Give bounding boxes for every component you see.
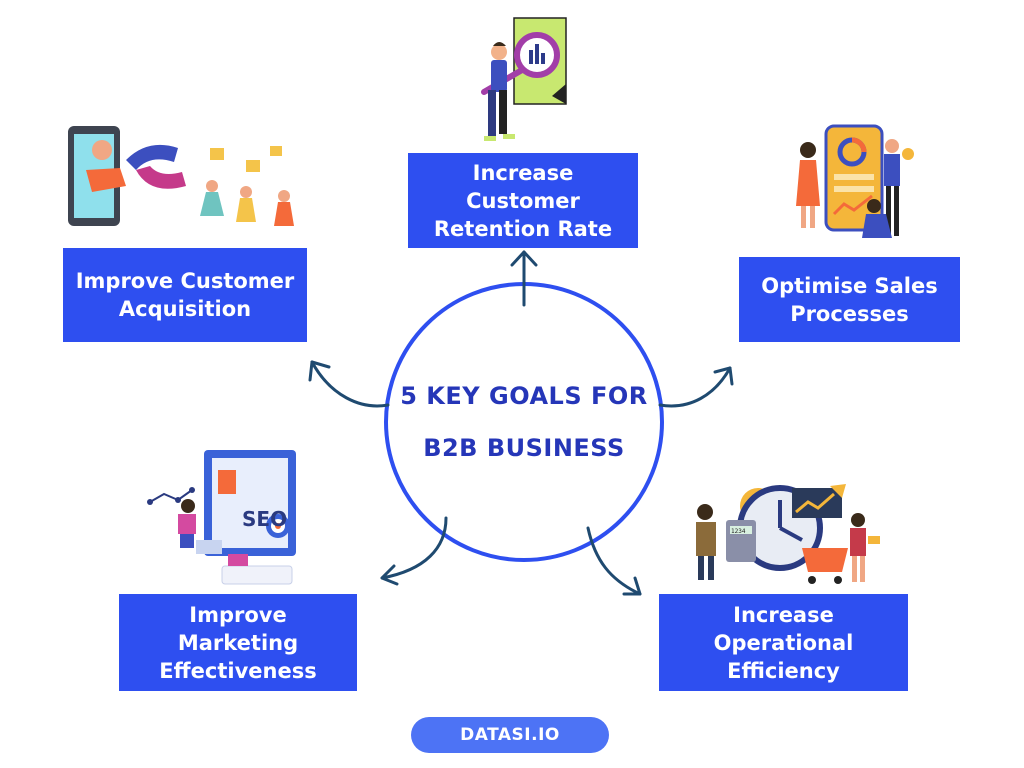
center-title-line-2: B2B BUSINESS	[423, 434, 625, 462]
goal-box-acquisition: Improve Customer Acquisition	[63, 248, 307, 342]
retention-report-illustration	[481, 17, 567, 141]
arrow-to-operational	[586, 526, 642, 596]
goal-label-acquisition: Improve Customer Acquisition	[75, 269, 295, 321]
marketing-seo-illustration: SEO	[147, 450, 296, 585]
arrow-to-sales	[658, 366, 734, 408]
goal-box-retention: Increase Customer Retention Rate	[408, 153, 638, 248]
arrow-to-acquisition	[308, 360, 390, 408]
center-title: 5 KEY GOALS FOR B2B BUSINESS	[386, 370, 662, 474]
acquisition-magnet-illustration	[68, 126, 294, 226]
goal-box-sales: Optimise Sales Processes	[739, 257, 960, 342]
center-title-line-1: 5 KEY GOALS FOR	[400, 382, 648, 410]
sales-dashboard-illustration	[796, 124, 914, 238]
goal-label-retention: Increase Customer Retention Rate	[433, 160, 613, 241]
brand-label: DATASI.IO	[460, 725, 560, 745]
operational-clock-illustration: 1234	[696, 484, 880, 584]
arrow-to-retention	[510, 250, 538, 307]
goal-box-marketing: Improve Marketing Effectiveness	[119, 594, 357, 691]
seo-label: SEO	[242, 507, 287, 531]
goal-label-marketing: Improve Marketing Effectiveness	[159, 602, 317, 683]
arrow-to-marketing	[380, 516, 448, 586]
goal-label-operational: Increase Operational Efficiency	[713, 602, 854, 683]
brand-badge: DATASI.IO	[411, 717, 609, 753]
goal-label-sales: Optimise Sales Processes	[761, 273, 938, 326]
calculator-label: 1234	[731, 528, 746, 535]
goal-box-operational: Increase Operational Efficiency	[659, 594, 908, 691]
